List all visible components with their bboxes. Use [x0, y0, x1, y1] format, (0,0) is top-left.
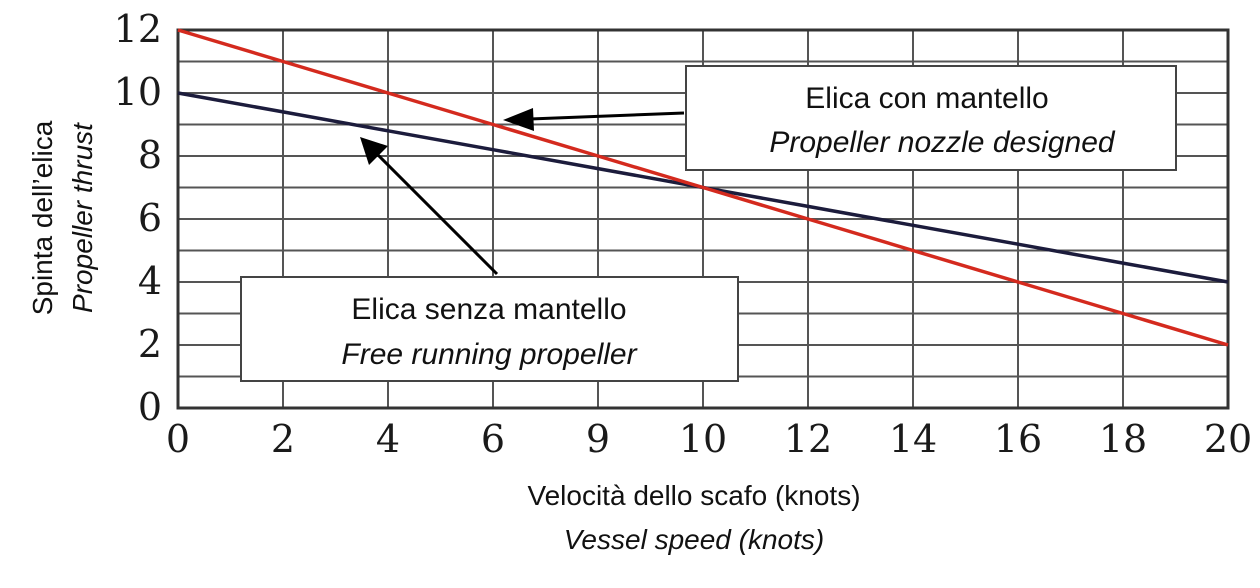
- x-tick-labels: 0 2 4 6 9 10 12 14 16 18 20: [166, 417, 1252, 461]
- arrow-free-head: [360, 137, 388, 165]
- series-lines: [177, 28, 1229, 347]
- y-tick-label: 8: [138, 133, 162, 177]
- x-tick-label: 14: [889, 417, 937, 461]
- x-tick-label: 20: [1204, 417, 1252, 461]
- arrow-free-shaft: [376, 153, 499, 276]
- x-tick-label: 6: [481, 417, 505, 461]
- y-tick-label: 2: [138, 322, 162, 366]
- annotation-arrows: [360, 108, 685, 276]
- arrow-nozzle-head: [503, 108, 534, 131]
- x-tick-label: 16: [994, 417, 1042, 461]
- x-axis-title: Velocità dello scafo (knots): [527, 480, 860, 511]
- plot-frame: [176, 28, 1230, 410]
- y-axis-title-italic: Propeller thrust: [67, 122, 98, 313]
- y-tick-label: 12: [114, 7, 162, 51]
- legend-box-nozzle: Elica con mantello Propeller nozzle desi…: [685, 65, 1177, 171]
- legend-nozzle-label-italic: Propeller nozzle designed: [769, 126, 1116, 159]
- y-tick-label: 4: [138, 259, 162, 303]
- legend-free-label-italic: Free running propeller: [341, 338, 637, 371]
- y-tick-labels: 0 2 4 6 8 10 12: [114, 7, 162, 429]
- series-line-nozzle: [177, 28, 1229, 347]
- legend-box-nozzle-frame: [685, 65, 1177, 171]
- y-tick-label: 10: [114, 70, 162, 114]
- y-axis-title: Spinta dell’elica: [27, 120, 58, 315]
- x-tick-label: 18: [1099, 417, 1147, 461]
- x-tick-label: 0: [166, 417, 190, 461]
- legend-free-label: Elica senza mantello: [351, 293, 626, 326]
- x-tick-label: 12: [784, 417, 832, 461]
- arrow-nozzle-shaft: [529, 111, 685, 121]
- x-tick-label: 2: [271, 417, 295, 461]
- x-axis-title-italic: Vessel speed (knots): [564, 524, 824, 555]
- x-tick-label: 4: [376, 417, 400, 461]
- y-tick-label: 0: [138, 385, 162, 429]
- grid: [176, 28, 1230, 410]
- legend-box-free: Elica senza mantello Free running propel…: [240, 276, 739, 382]
- legend-nozzle-label: Elica con mantello: [805, 82, 1048, 115]
- x-tick-label: 10: [679, 417, 727, 461]
- x-tick-label: 9: [586, 417, 610, 461]
- legend-box-free-frame: [240, 276, 739, 382]
- y-tick-label: 6: [138, 196, 162, 240]
